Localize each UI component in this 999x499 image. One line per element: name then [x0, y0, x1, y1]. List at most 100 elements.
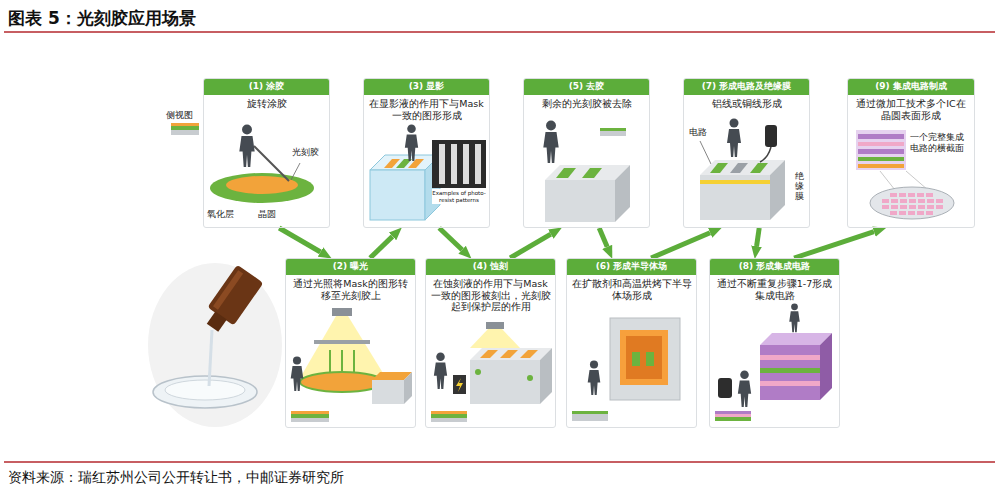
illustration-rect [646, 352, 654, 366]
bottle-photo [148, 263, 282, 427]
step-description: 旋转涂胶 [204, 95, 329, 112]
illustration-rect [765, 125, 777, 147]
illustration-rect [908, 193, 915, 197]
illustration-rect [171, 130, 199, 135]
illustration-rect [858, 157, 904, 161]
illustration-rect [171, 123, 199, 126]
illustration-rect [431, 418, 467, 422]
illustration-rect [917, 211, 924, 215]
illustration-use [738, 370, 751, 407]
illustration-ellipse [300, 372, 384, 392]
illustration-rect [908, 211, 915, 215]
step-header: (5) 去胶 [524, 79, 649, 95]
illustration-use [543, 121, 558, 163]
illustration-line [329, 350, 331, 372]
illustration-rect [926, 193, 933, 197]
illustration-line [254, 146, 289, 181]
illustration-rect [431, 414, 467, 418]
illustration-circle [475, 369, 481, 375]
illustration-use [588, 360, 601, 395]
part-label: 绝缘膜 [795, 172, 804, 202]
illustration-rect [918, 205, 925, 209]
step-panel: (8) 形成集成电路通过不断重复步骤1-7形成集成电路 [709, 258, 840, 428]
illustration-rect [572, 414, 608, 421]
step-description: 通过微加工技术多个IC在晶圆表面形成 [848, 95, 974, 124]
illustration-rect [431, 411, 467, 414]
illustration-rect [890, 211, 897, 215]
illustration-g [199, 265, 263, 337]
illustration-rect [891, 199, 898, 203]
illustration-polygon [615, 165, 630, 222]
illustration-rect [439, 144, 445, 184]
step-description: 铝线或铜线形成 [684, 95, 809, 112]
illustration-line [341, 350, 343, 372]
step6-diffusion [572, 318, 680, 421]
illustration-rect [314, 340, 370, 344]
illustration-polygon [500, 350, 518, 358]
part-label: Examples of photo-resist patterns [432, 189, 486, 204]
illustration-polygon [556, 168, 576, 178]
part-label: 氧化层 [207, 209, 239, 220]
illustration-polygon [456, 378, 463, 392]
rule-lines [4, 32, 995, 462]
step-header: (9) 集成电路制成 [848, 79, 974, 95]
illustration-rect [918, 199, 925, 203]
illustration-rect [856, 130, 906, 170]
illustration-rect [432, 140, 486, 188]
illustration-use [789, 303, 800, 332]
illustration-polygon [750, 163, 768, 173]
step-panel: (9) 集成电路制成通过微加工技术多个IC在晶圆表面形成 [847, 78, 975, 228]
illustration-rect [858, 134, 904, 139]
illustration-polygon [582, 168, 602, 178]
source-caption: 资料来源：瑞红苏州公司公开转让书，中邮证券研究所 [8, 469, 344, 487]
step5-strip [543, 121, 630, 222]
illustration-rect [610, 318, 680, 400]
illustration-rect [858, 164, 904, 168]
illustration-rect [936, 199, 943, 203]
illustration-ellipse [148, 263, 282, 427]
illustration-rect [370, 170, 425, 220]
illustration-use [291, 356, 304, 391]
flow-arrow [794, 232, 874, 258]
illustration-rect [291, 411, 329, 414]
illustration-polygon [300, 316, 386, 378]
illustration-rect [213, 270, 243, 309]
illustration-rect [291, 418, 329, 422]
illustration-rect [760, 368, 820, 373]
illustration-rect [890, 193, 897, 197]
illustration-polygon [540, 348, 552, 404]
illustration-rect [926, 211, 933, 215]
flow-arrow [279, 228, 320, 252]
illustration-rect [545, 180, 615, 222]
step-header: (4) 蚀刻 [426, 259, 555, 275]
illustration-rect [620, 330, 668, 385]
illustration-polygon [710, 163, 728, 173]
illustration-line [880, 171, 895, 190]
illustration-rect [858, 142, 904, 146]
step-header: (1) 涂胶 [204, 79, 329, 95]
illustration-rect [899, 211, 906, 215]
step-description: 通过不断重复步骤1-7形成集成电路 [710, 275, 839, 304]
illustration-rect [917, 193, 924, 197]
illustration-circle [527, 375, 533, 381]
illustration-rect [291, 414, 329, 418]
step-header: (6) 形成半导体场 [567, 259, 696, 275]
chart-title: 图表 5：光刻胶应用场景 [8, 7, 196, 30]
step-panel: (6) 形成半导体场在扩散剂和高温烘烤下半导体场形成 [566, 258, 697, 428]
illustration-line [291, 163, 300, 180]
flow-arrow [651, 233, 710, 258]
illustration-ellipse [165, 380, 245, 400]
illustration-polygon [470, 348, 552, 360]
illustration-rect [927, 199, 934, 203]
illustration-rect [936, 205, 943, 209]
illustration-polygon [470, 329, 520, 348]
part-label: 光刻胶 [292, 147, 324, 158]
illustration-rect [899, 193, 906, 197]
illustration-rect [891, 205, 898, 209]
illustration-rect [900, 199, 907, 203]
illustration-rect [372, 380, 404, 404]
step-header: (7) 形成电路及绝缘膜 [684, 79, 809, 95]
